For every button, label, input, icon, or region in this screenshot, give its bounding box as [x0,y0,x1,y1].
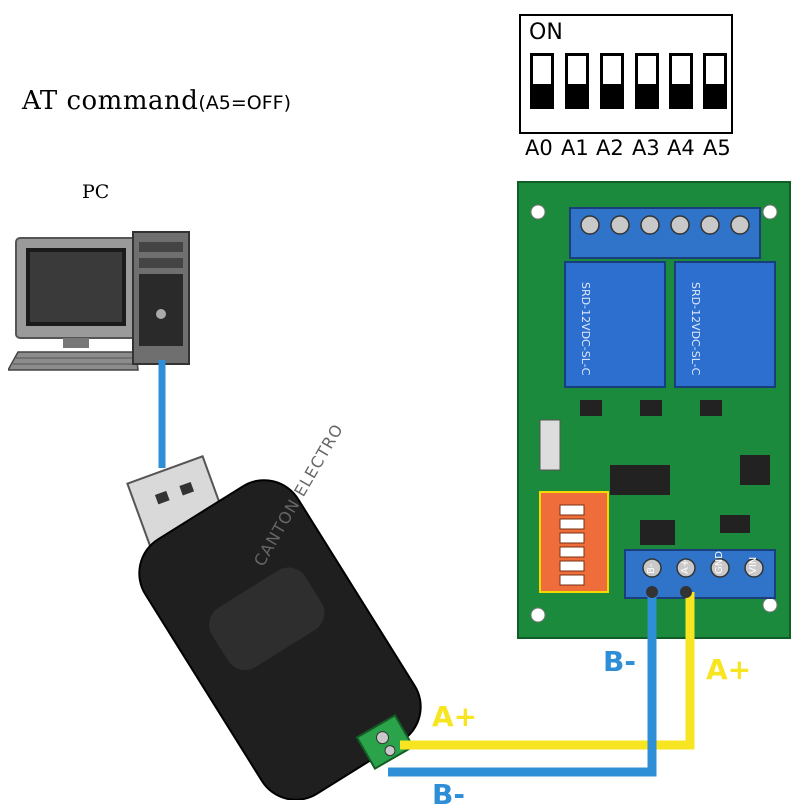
terminal-label-a: A+ [680,558,691,574]
terminal-label-vin: VIN [748,556,759,574]
dip-label-a2: A2 [596,136,624,160]
dip-switch-knob [638,84,656,106]
terminal-label-gnd: GND [714,551,725,574]
pc-label: PC [82,181,110,203]
wire-label-b-minus-adapter: B- [432,778,465,811]
dip-label-a4: A4 [667,136,695,160]
dip-switch-a4 [669,53,693,109]
dip-label-a0: A0 [525,136,553,160]
dip-label-a1: A1 [561,136,589,160]
dip-switch-a0 [530,53,554,109]
dip-label-a5: A5 [703,136,731,160]
dip-switch-a5 [703,53,727,109]
wire-b-minus [388,592,657,777]
wire-a-plus [400,592,695,750]
relay-2 [674,261,776,388]
dip-switch-a1 [565,53,589,109]
wire-label-a-plus-board: A+ [706,653,752,686]
mount-hole [530,204,546,220]
dip-on-label: ON [529,20,563,45]
ic-chip [610,465,670,495]
relay-1 [564,261,666,388]
dip-switch-knob [672,84,690,106]
diagram-title: AT command(A5=OFF) [22,86,291,116]
terminal-block-top [569,207,761,259]
dip-switch-knob [603,84,621,106]
relay-1-label: SRD-12VDC-SL-C [579,282,592,376]
wire-end-b [646,586,658,598]
mount-hole [762,204,778,220]
dip-switch-diagram [519,14,733,134]
mount-hole [762,597,778,613]
wire-label-a-plus-adapter: A+ [432,700,478,733]
usb-rs485-adapter [126,455,422,800]
wire-label-b-minus-board: B- [603,645,636,678]
dip-label-a3: A3 [632,136,660,160]
dip-switch-a3 [635,53,659,109]
pin-header [539,419,561,471]
title-sub: (A5=OFF) [198,92,292,114]
dip-switch-knob [533,84,551,106]
relay-2-label: SRD-12VDC-SL-C [689,282,702,376]
dip-switch-knob [706,84,724,106]
relay-board [517,181,791,639]
dip-switch-knob [568,84,586,106]
wire-end-a [680,586,692,598]
title-main: AT command [22,86,199,116]
dip-switch-a2 [600,53,624,109]
mount-hole [530,607,546,623]
terminal-label-b: B- [646,563,657,574]
computer-icon [8,231,190,371]
ic-chip-small [640,520,675,545]
